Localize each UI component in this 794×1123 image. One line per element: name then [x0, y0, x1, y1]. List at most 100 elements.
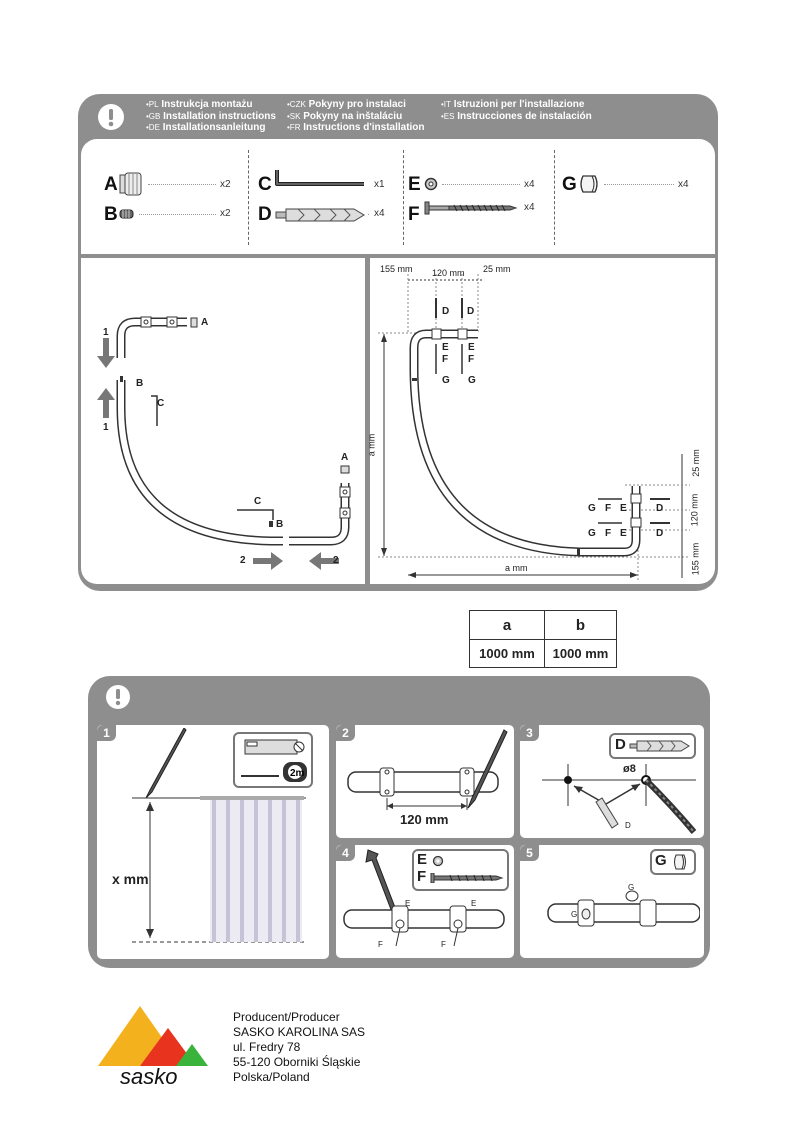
dot-leader — [604, 184, 674, 185]
screw-icon — [430, 873, 504, 883]
threaded-connector-icon — [119, 209, 134, 219]
tape-measure-icon: 2m — [241, 739, 307, 782]
part-d-box: D — [609, 733, 696, 759]
dim-top-120: 120 mm — [432, 268, 465, 278]
step-2-number: 2 — [336, 725, 355, 741]
assembly-drawing — [97, 316, 351, 570]
step-3-part-letter: D — [615, 736, 626, 753]
cap-fitting-drawing — [547, 890, 700, 927]
callout-f: F — [441, 940, 446, 949]
label-step-2: 2 — [240, 555, 246, 566]
language-it: •IT Istruzioni per l'installazione — [441, 99, 585, 110]
dim-top-155: 155 mm — [380, 264, 413, 274]
step-3-number: 3 — [520, 725, 539, 741]
producer-line: Producent/Producer — [233, 1010, 340, 1024]
part-a-letter: A — [104, 174, 118, 195]
callout-e: E — [442, 342, 449, 353]
warning-icon — [98, 104, 124, 130]
callout-e: E — [620, 528, 627, 539]
dot-leader — [139, 214, 216, 215]
callout-e: E — [471, 899, 477, 908]
step-1-label: x mm — [112, 871, 149, 887]
part-g-qty: x4 — [678, 179, 689, 190]
dim-right-25: 25 mm — [690, 449, 701, 477]
callout-e: E — [620, 503, 627, 514]
callout-g: G — [442, 375, 450, 386]
table-value-b: 1000 mm — [544, 639, 617, 668]
hex-key-icon — [275, 170, 364, 186]
label-c: C — [254, 496, 262, 507]
step-4-part-e: E — [417, 851, 428, 868]
brand-name: sasko — [120, 1064, 178, 1089]
part-b-qty: x2 — [220, 208, 231, 219]
sasko-logo — [98, 1006, 208, 1066]
callout-e: E — [468, 342, 475, 353]
dim-right-155: 155 mm — [690, 542, 701, 576]
language-list-col2: •CZK Pokyny pro instalaci •SK Pokyny na … — [287, 99, 425, 134]
callout-d: D — [656, 503, 664, 514]
label-step-1: 1 — [103, 422, 109, 433]
parts-divider — [403, 150, 404, 245]
producer-address: Producent/Producer SASKO KAROLINA SAS ul… — [233, 1010, 365, 1085]
dot-leader — [442, 184, 520, 185]
measure-drawing — [132, 728, 306, 943]
step-3-label: ø8 — [623, 763, 636, 775]
label-step-2: 2 — [333, 555, 339, 566]
callout-f: F — [442, 354, 449, 365]
step-1-number: 1 — [97, 725, 116, 741]
language-de: •DE Installationsanleitung — [146, 122, 266, 133]
callout-f: F — [378, 940, 383, 949]
bracket-mounting-drawing — [343, 849, 505, 947]
callout-e: E — [405, 899, 411, 908]
language-es: •ES Instrucciones de instalación — [441, 110, 592, 122]
language-list-col1: •PL Instrukcja montażu •GB Installation … — [146, 99, 276, 134]
producer-line: ul. Fredry 78 — [233, 1040, 301, 1054]
parts-list — [81, 139, 715, 254]
screw-cap-icon — [674, 854, 686, 870]
label-a: A — [201, 317, 209, 328]
callout-g: G — [468, 375, 476, 386]
part-g-box: G — [650, 849, 696, 875]
callout-d: D — [625, 821, 631, 830]
language-fr: •FR Instructions d'installation — [287, 122, 425, 133]
dim-top-25: 25 mm — [483, 264, 511, 274]
svg-text:2m: 2m — [290, 768, 305, 779]
parts-divider — [554, 150, 555, 245]
part-e-letter: E — [408, 174, 421, 195]
end-plug-icon — [119, 172, 142, 196]
screw-icon — [424, 201, 518, 215]
wall-plug-icon — [275, 208, 365, 222]
dim-bottom-a: a mm — [505, 563, 528, 573]
parts-ef-box: E F — [412, 849, 509, 891]
parts-divider — [248, 150, 249, 245]
tools-box: 2m — [233, 732, 313, 788]
language-list-col3: •IT Istruzioni per l'installazione •ES I… — [441, 99, 592, 122]
washer-icon — [424, 177, 438, 191]
callout-d: D — [656, 528, 664, 539]
step-5-part-letter: G — [655, 852, 667, 869]
drilling-drawing — [542, 764, 697, 834]
dim-left-a: a mm — [366, 433, 377, 457]
table-value-a: 1000 mm — [469, 639, 545, 668]
part-g-letter: G — [562, 174, 577, 195]
table-header-a: a — [469, 610, 545, 640]
callout-d: D — [442, 306, 450, 317]
part-f-letter: F — [408, 204, 420, 225]
producer-line: 55-120 Oborniki Śląskie — [233, 1055, 361, 1069]
step-2-label: 120 mm — [400, 812, 449, 827]
step-5-number: 5 — [520, 845, 539, 861]
part-e-qty: x4 — [524, 179, 535, 190]
part-c-letter: C — [258, 174, 272, 195]
language-czk: •CZK Pokyny pro instalaci — [287, 99, 406, 110]
callout-d: D — [467, 306, 475, 317]
step-4-part-f: F — [417, 868, 427, 885]
part-d-letter: D — [258, 204, 272, 225]
language-gb: •GB Installation instructions — [146, 110, 276, 122]
rod-marking-drawing — [347, 729, 508, 810]
callout-g: G — [571, 910, 578, 919]
part-c-qty: x1 — [374, 179, 385, 190]
dimensions-table: a b 1000 mm 1000 mm — [469, 610, 617, 668]
label-step-1: 1 — [103, 327, 109, 338]
table-header-b: b — [544, 610, 617, 640]
part-a-qty: x2 — [220, 179, 231, 190]
